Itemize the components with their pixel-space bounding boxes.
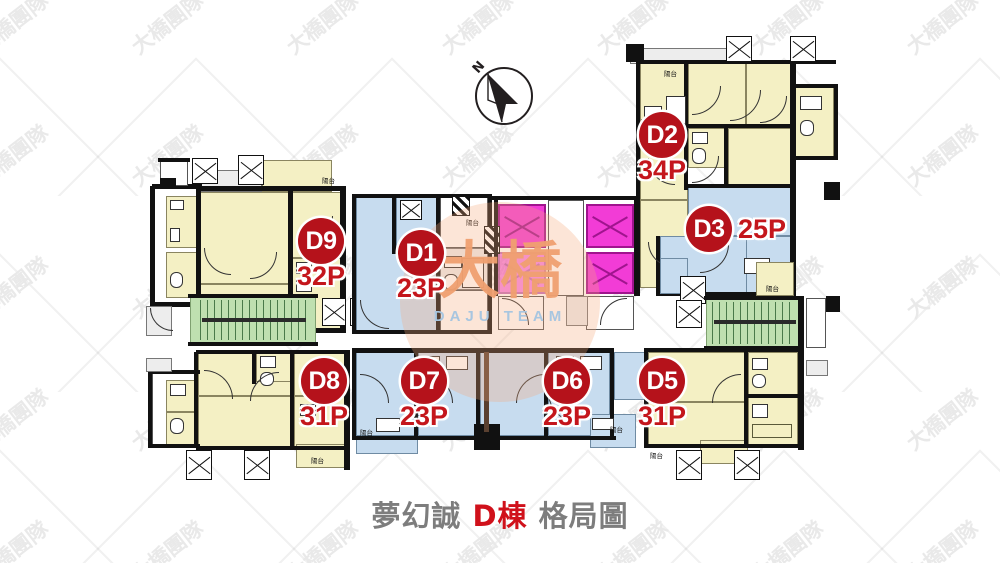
sink-icon [752, 358, 768, 370]
ledge-shape [806, 360, 828, 376]
elevator-shaft [586, 204, 634, 248]
bath-icon [462, 258, 484, 288]
fixture-icon [296, 262, 312, 274]
unit-area-label: 32P [297, 261, 346, 291]
fixture-icon [170, 200, 184, 210]
balcony-label: 陽台 [664, 70, 677, 78]
window-icon [322, 298, 346, 326]
window-icon [400, 200, 422, 220]
lobby-shape [548, 200, 584, 296]
unit-area-label: 23P [400, 401, 449, 431]
unit-area-label: 23P [543, 401, 592, 431]
window-icon [238, 155, 264, 185]
sink-icon [170, 384, 186, 396]
counter-icon [446, 356, 468, 370]
title-prefix: 夢幻誠 [371, 499, 462, 533]
sink-icon [800, 96, 822, 110]
compass-rose: N [462, 52, 542, 132]
unit-id-circle: D5 [639, 358, 686, 404]
unit-area-label: 34P [638, 155, 687, 185]
balcony-label: 陽台 [610, 426, 623, 434]
counter-icon [376, 418, 400, 432]
unit-area-label: 25P [738, 214, 787, 244]
elevator-shaft [498, 204, 546, 248]
balcony-label: 陽台 [650, 452, 663, 460]
elevator-shaft [586, 252, 634, 294]
window-icon [186, 450, 212, 480]
door-swing [692, 156, 719, 183]
ledge-shape [146, 358, 172, 372]
room-shape [200, 192, 292, 284]
sink-icon [752, 404, 768, 418]
room-shape [198, 396, 294, 450]
unit-id-circle: D7 [401, 358, 448, 404]
shaft-shape [806, 298, 826, 348]
page-title: 夢幻誠 D棟 格局圖 [0, 493, 1000, 535]
unit-id-circle: D3 [686, 206, 732, 252]
unit-area-label: 23P [397, 273, 446, 303]
window-icon [726, 36, 752, 62]
room-shape [440, 290, 488, 332]
unit-id-circle: D6 [544, 358, 591, 404]
sink-icon [692, 132, 708, 144]
sink-icon [444, 256, 462, 268]
unit-id-circle: D2 [639, 112, 686, 158]
counter-icon [752, 424, 792, 438]
sink-icon [260, 356, 276, 368]
shaft-shape [566, 296, 588, 326]
room-shape [614, 352, 646, 400]
balcony-label: 陽台 [466, 219, 479, 227]
toilet-icon [444, 274, 458, 290]
toilet-icon [800, 120, 814, 136]
window-icon [676, 450, 702, 480]
fixture-icon [296, 280, 312, 292]
balcony-label: 陽台 [360, 429, 373, 437]
unit-area-label: 31P [300, 401, 349, 431]
title-building: D棟 [472, 499, 528, 533]
window-icon [676, 300, 702, 328]
room-shape [648, 402, 748, 446]
title-suffix: 格局圖 [538, 499, 629, 533]
unit-area-label: 31P [638, 401, 687, 431]
window-icon [244, 450, 270, 480]
elevator-shaft [498, 252, 546, 294]
window-icon [790, 36, 816, 62]
room-shape [728, 128, 794, 186]
toilet-icon [752, 374, 766, 388]
counter-icon [592, 418, 614, 430]
toilet-icon [170, 418, 184, 434]
window-icon [192, 158, 218, 184]
balcony-label: 陽台 [322, 177, 335, 185]
balcony-label: 陽台 [311, 457, 324, 465]
window-icon [734, 450, 760, 480]
toilet-icon [170, 272, 183, 288]
unit-id-circle: D1 [398, 230, 445, 276]
unit-id-circle: D8 [301, 358, 348, 404]
balcony-shape [756, 262, 794, 296]
balcony-label: 陽台 [766, 285, 779, 293]
unit-id-circle: D9 [298, 218, 345, 264]
hatch-area [452, 196, 470, 216]
fixture-icon [170, 228, 180, 242]
